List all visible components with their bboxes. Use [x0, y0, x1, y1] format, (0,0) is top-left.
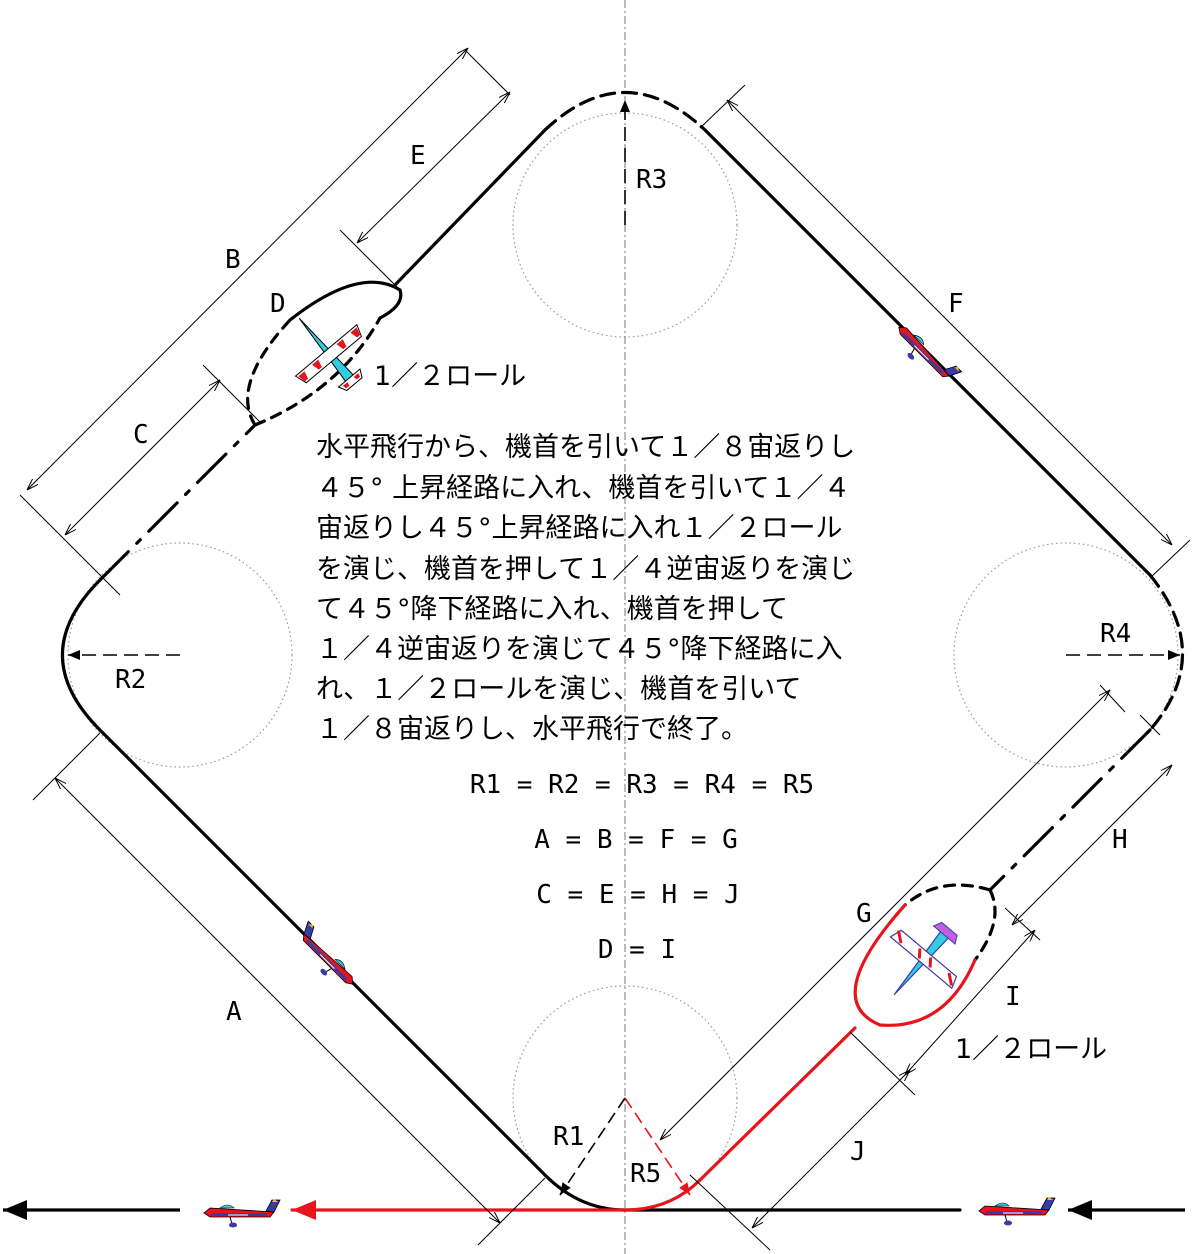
- path-roll-i-lower: [853, 903, 977, 1027]
- path-segment-c: [98, 423, 257, 582]
- path-pull-1-8-loop: [543, 1173, 627, 1212]
- path-roll-d-lower: [246, 318, 292, 427]
- label-c: C: [133, 420, 149, 450]
- path-loop-r5: [623, 1178, 702, 1212]
- r5-line: [624, 1097, 691, 1196]
- path-roll-d-upper: [288, 280, 403, 322]
- label-d: D: [270, 289, 286, 319]
- equation-cehj: C = E = H = J: [536, 880, 740, 910]
- half-roll-label-right: 1／２ロール: [955, 1034, 1107, 1065]
- description-line: 水平飛行から、機首を引いて１／８宙返りし: [316, 432, 855, 463]
- plane-exit-icon: [203, 1198, 281, 1228]
- description-line: 宙返りし４５°上昇経路に入れ１／２ロール: [316, 513, 843, 544]
- label-r5: R5: [630, 1159, 661, 1189]
- label-e: E: [410, 141, 426, 171]
- dim-c: [65, 380, 220, 535]
- description-line: て４５°降下経路に入れ、機首を押して: [316, 594, 788, 625]
- label-b: B: [225, 245, 241, 275]
- description-line: を演じ、機首を押して１／４逆宙返りを演じ: [316, 554, 855, 585]
- dim-b: [27, 48, 468, 490]
- label-i: I: [1005, 982, 1021, 1012]
- description-text: 水平飛行から、機首を引いて１／８宙返りし ４５° 上昇経路に入れ、機首を引いて１…: [316, 432, 855, 745]
- path-loop-r2: [60, 578, 102, 732]
- path-loop-r4: [1148, 573, 1185, 732]
- label-r3: R3: [636, 165, 667, 195]
- letter-labels: A B C D E F G H I J R1 R2 R3 R4 R5: [115, 141, 1131, 1189]
- dim-h: [1012, 765, 1172, 925]
- label-h: H: [1112, 825, 1128, 855]
- path-loop-r3: [543, 91, 707, 132]
- description-line: ４５° 上昇経路に入れ、機首を引いて１／４: [316, 473, 851, 504]
- equation-abfg: A = B = F = G: [534, 825, 738, 855]
- description-line: １／４逆宙返りを演じて４５°降下経路に入: [316, 634, 843, 665]
- label-j: J: [850, 1137, 866, 1167]
- radius-indicators: [68, 100, 1180, 1196]
- dim-e: [357, 92, 510, 243]
- dim-a: [55, 778, 500, 1223]
- plane-entry-icon: [978, 1196, 1056, 1226]
- dim-g: [660, 690, 1110, 1140]
- label-r1: R1: [553, 1122, 584, 1152]
- r1-line: [559, 1097, 626, 1196]
- dim-i: [905, 930, 1035, 1075]
- description-line: １／８宙返りし、水平飛行で終了。: [316, 714, 748, 745]
- half-roll-label-left: 1／２ロール: [374, 361, 526, 392]
- label-f: F: [948, 289, 964, 319]
- label-r2: R2: [115, 665, 146, 695]
- equations: R1 = R2 = R3 = R4 = R5 A = B = F = G C =…: [470, 770, 814, 965]
- description-line: れ、１／２ロールを演じ、機首を引いて: [316, 674, 801, 705]
- label-r4: R4: [1100, 619, 1131, 649]
- glider-roll-d-icon: [294, 317, 363, 392]
- dim-f: [727, 100, 1172, 545]
- label-g: G: [856, 899, 872, 929]
- glider-roll-i-icon: [889, 921, 958, 996]
- dimension-lines: [19, 48, 1191, 1251]
- path-segment-j: [698, 1026, 857, 1182]
- equation-di: D = I: [598, 935, 676, 965]
- label-a: A: [226, 997, 242, 1027]
- equation-r: R1 = R2 = R3 = R4 = R5: [470, 770, 814, 800]
- dim-j: [752, 1070, 910, 1228]
- plane-segment-f-icon: [888, 316, 963, 392]
